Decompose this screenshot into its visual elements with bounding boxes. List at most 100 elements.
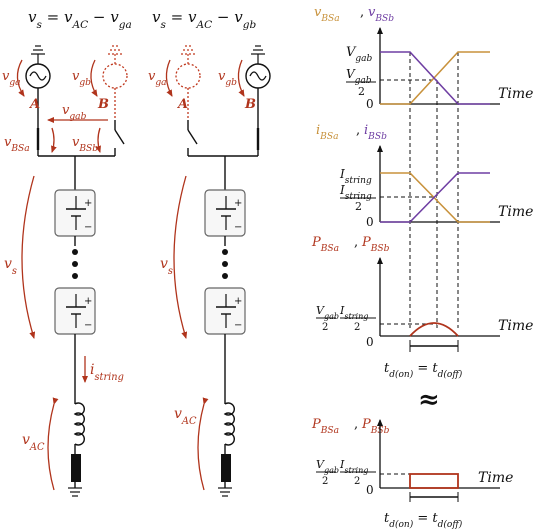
label-vgab: vgab	[62, 103, 87, 122]
plot-switch-power-zoomed: PBSa , PBSb Time Vgab 2 Istring 2 0 td(o…	[311, 417, 513, 530]
plot1-title-a: vBSa	[314, 5, 340, 24]
svg-text:,: ,	[354, 417, 358, 432]
arrow-vs	[173, 175, 188, 339]
plot-switch-power: PBSa , PBSb Time Vgab 2 Istring 2 0 td(o…	[311, 235, 533, 380]
arrow-vgb	[237, 59, 245, 97]
svg-text:+: +	[84, 296, 92, 307]
svg-text:0: 0	[366, 215, 374, 229]
ellipsis-dot	[72, 249, 78, 255]
ellipsis-dot	[222, 273, 228, 279]
circuit-left: vs = vAC − vga vga vgb A	[2, 8, 132, 497]
svg-text:2: 2	[322, 322, 328, 333]
arrow-vga	[16, 59, 25, 97]
plot3-title-a: PBSa	[311, 235, 339, 254]
node-a-label: A	[176, 97, 188, 112]
ground-symbol	[251, 45, 265, 64]
plot4-title-b: PBSb	[361, 417, 390, 436]
label-vbsa: vBSa	[4, 135, 30, 154]
svg-text:0: 0	[366, 483, 374, 497]
svg-text:+: +	[84, 198, 92, 209]
svg-text:+: +	[234, 198, 242, 209]
arrow-vac	[47, 397, 59, 491]
svg-text:2: 2	[354, 322, 360, 333]
svg-text:2: 2	[322, 476, 328, 487]
svg-text:+: +	[234, 296, 242, 307]
plot-switch-voltage: vBSa , vBSb Time Vgab Vgab 2 0	[314, 5, 533, 111]
timing-guides	[409, 52, 459, 328]
svg-text:,: ,	[360, 5, 364, 20]
svg-text:0: 0	[366, 335, 374, 349]
pv-cell: + −	[54, 189, 96, 237]
node-a-label: A	[28, 97, 40, 112]
equation-left: vs = vAC − vga	[28, 8, 132, 31]
plot4-interval: td(on) = td(off)	[384, 511, 463, 530]
ac-source-b-inactive	[102, 63, 128, 120]
plot3-title-b: PBSb	[361, 235, 390, 254]
plot3-interval: td(on) = td(off)	[384, 361, 463, 380]
series-vbsb	[380, 51, 490, 105]
label-vac: vAC	[174, 406, 197, 427]
label-vga: vga	[2, 69, 21, 88]
series-ibsb	[380, 172, 490, 223]
arrow-vbsa	[51, 127, 57, 153]
series-power-rect	[409, 473, 459, 489]
svg-text:,: ,	[356, 123, 360, 138]
bidirectional-switch-b	[114, 120, 125, 156]
ground-symbol	[68, 487, 82, 497]
arrow-vac	[197, 397, 209, 491]
svg-text:0: 0	[366, 97, 374, 111]
inductor	[73, 402, 85, 446]
svg-text:2: 2	[354, 476, 360, 487]
plot4-title-a: PBSa	[311, 417, 339, 436]
waveform-panel: vBSa , vBSb Time Vgab Vgab 2 0 iBSa , iB…	[311, 5, 533, 530]
ground-symbol-dotted	[181, 45, 195, 64]
ellipsis-dot	[72, 261, 78, 267]
svg-text:2: 2	[358, 85, 365, 98]
ellipsis-dot	[222, 249, 228, 255]
label-vgb: vgb	[72, 69, 91, 88]
ac-source-a	[25, 63, 51, 120]
svg-text:Vgab: Vgab	[346, 67, 372, 86]
ground-symbol-dotted	[108, 45, 122, 64]
label-istring: istring	[90, 362, 124, 383]
svg-text:−: −	[84, 222, 92, 233]
ground-symbol	[218, 487, 232, 497]
label-vs: vs	[4, 256, 17, 277]
label-vs: vs	[160, 256, 173, 277]
arrow-vgb	[90, 59, 98, 97]
ellipsis-dot	[72, 273, 78, 279]
plot2-xlabel: Time	[498, 204, 533, 220]
node-b-label: B	[97, 97, 109, 112]
svg-text:2: 2	[355, 200, 362, 213]
arrow-vbsb	[95, 127, 101, 153]
series-power-pulse	[409, 322, 459, 337]
circuit-right: vs = vAC − vgb vga vgb A B	[148, 8, 271, 497]
label-vac: vAC	[22, 432, 45, 453]
svg-text:−: −	[234, 320, 242, 331]
plot-switch-current: iBSa , iBSb Time Istring Istring 2 0	[316, 123, 533, 229]
arrow-vga	[165, 59, 173, 97]
pv-cell: + −	[204, 287, 246, 335]
ground-symbol	[31, 45, 45, 64]
label-vga: vga	[148, 69, 167, 88]
ellipsis-dot	[222, 261, 228, 267]
plot1-xlabel: Time	[498, 86, 533, 102]
break-symbol: ≈	[418, 385, 440, 415]
plot4-xlabel: Time	[478, 470, 513, 486]
node-b-label: B	[244, 97, 256, 112]
svg-text:−: −	[234, 222, 242, 233]
svg-text:,: ,	[354, 235, 358, 250]
ac-source-a-inactive	[175, 63, 201, 120]
plot2-title-a: iBSa	[316, 123, 339, 142]
bidirectional-switch-a	[187, 120, 198, 156]
pv-cell: + −	[204, 189, 246, 237]
label-vbsb: vBSb	[72, 135, 98, 154]
arrow-vs	[21, 175, 36, 339]
plot2-title-b: iBSb	[364, 123, 387, 142]
grid-source	[71, 454, 81, 482]
plot3-xlabel: Time	[498, 318, 533, 334]
equation-right: vs = vAC − vgb	[152, 8, 256, 31]
ac-source-b	[245, 63, 271, 120]
inductor	[223, 402, 235, 446]
